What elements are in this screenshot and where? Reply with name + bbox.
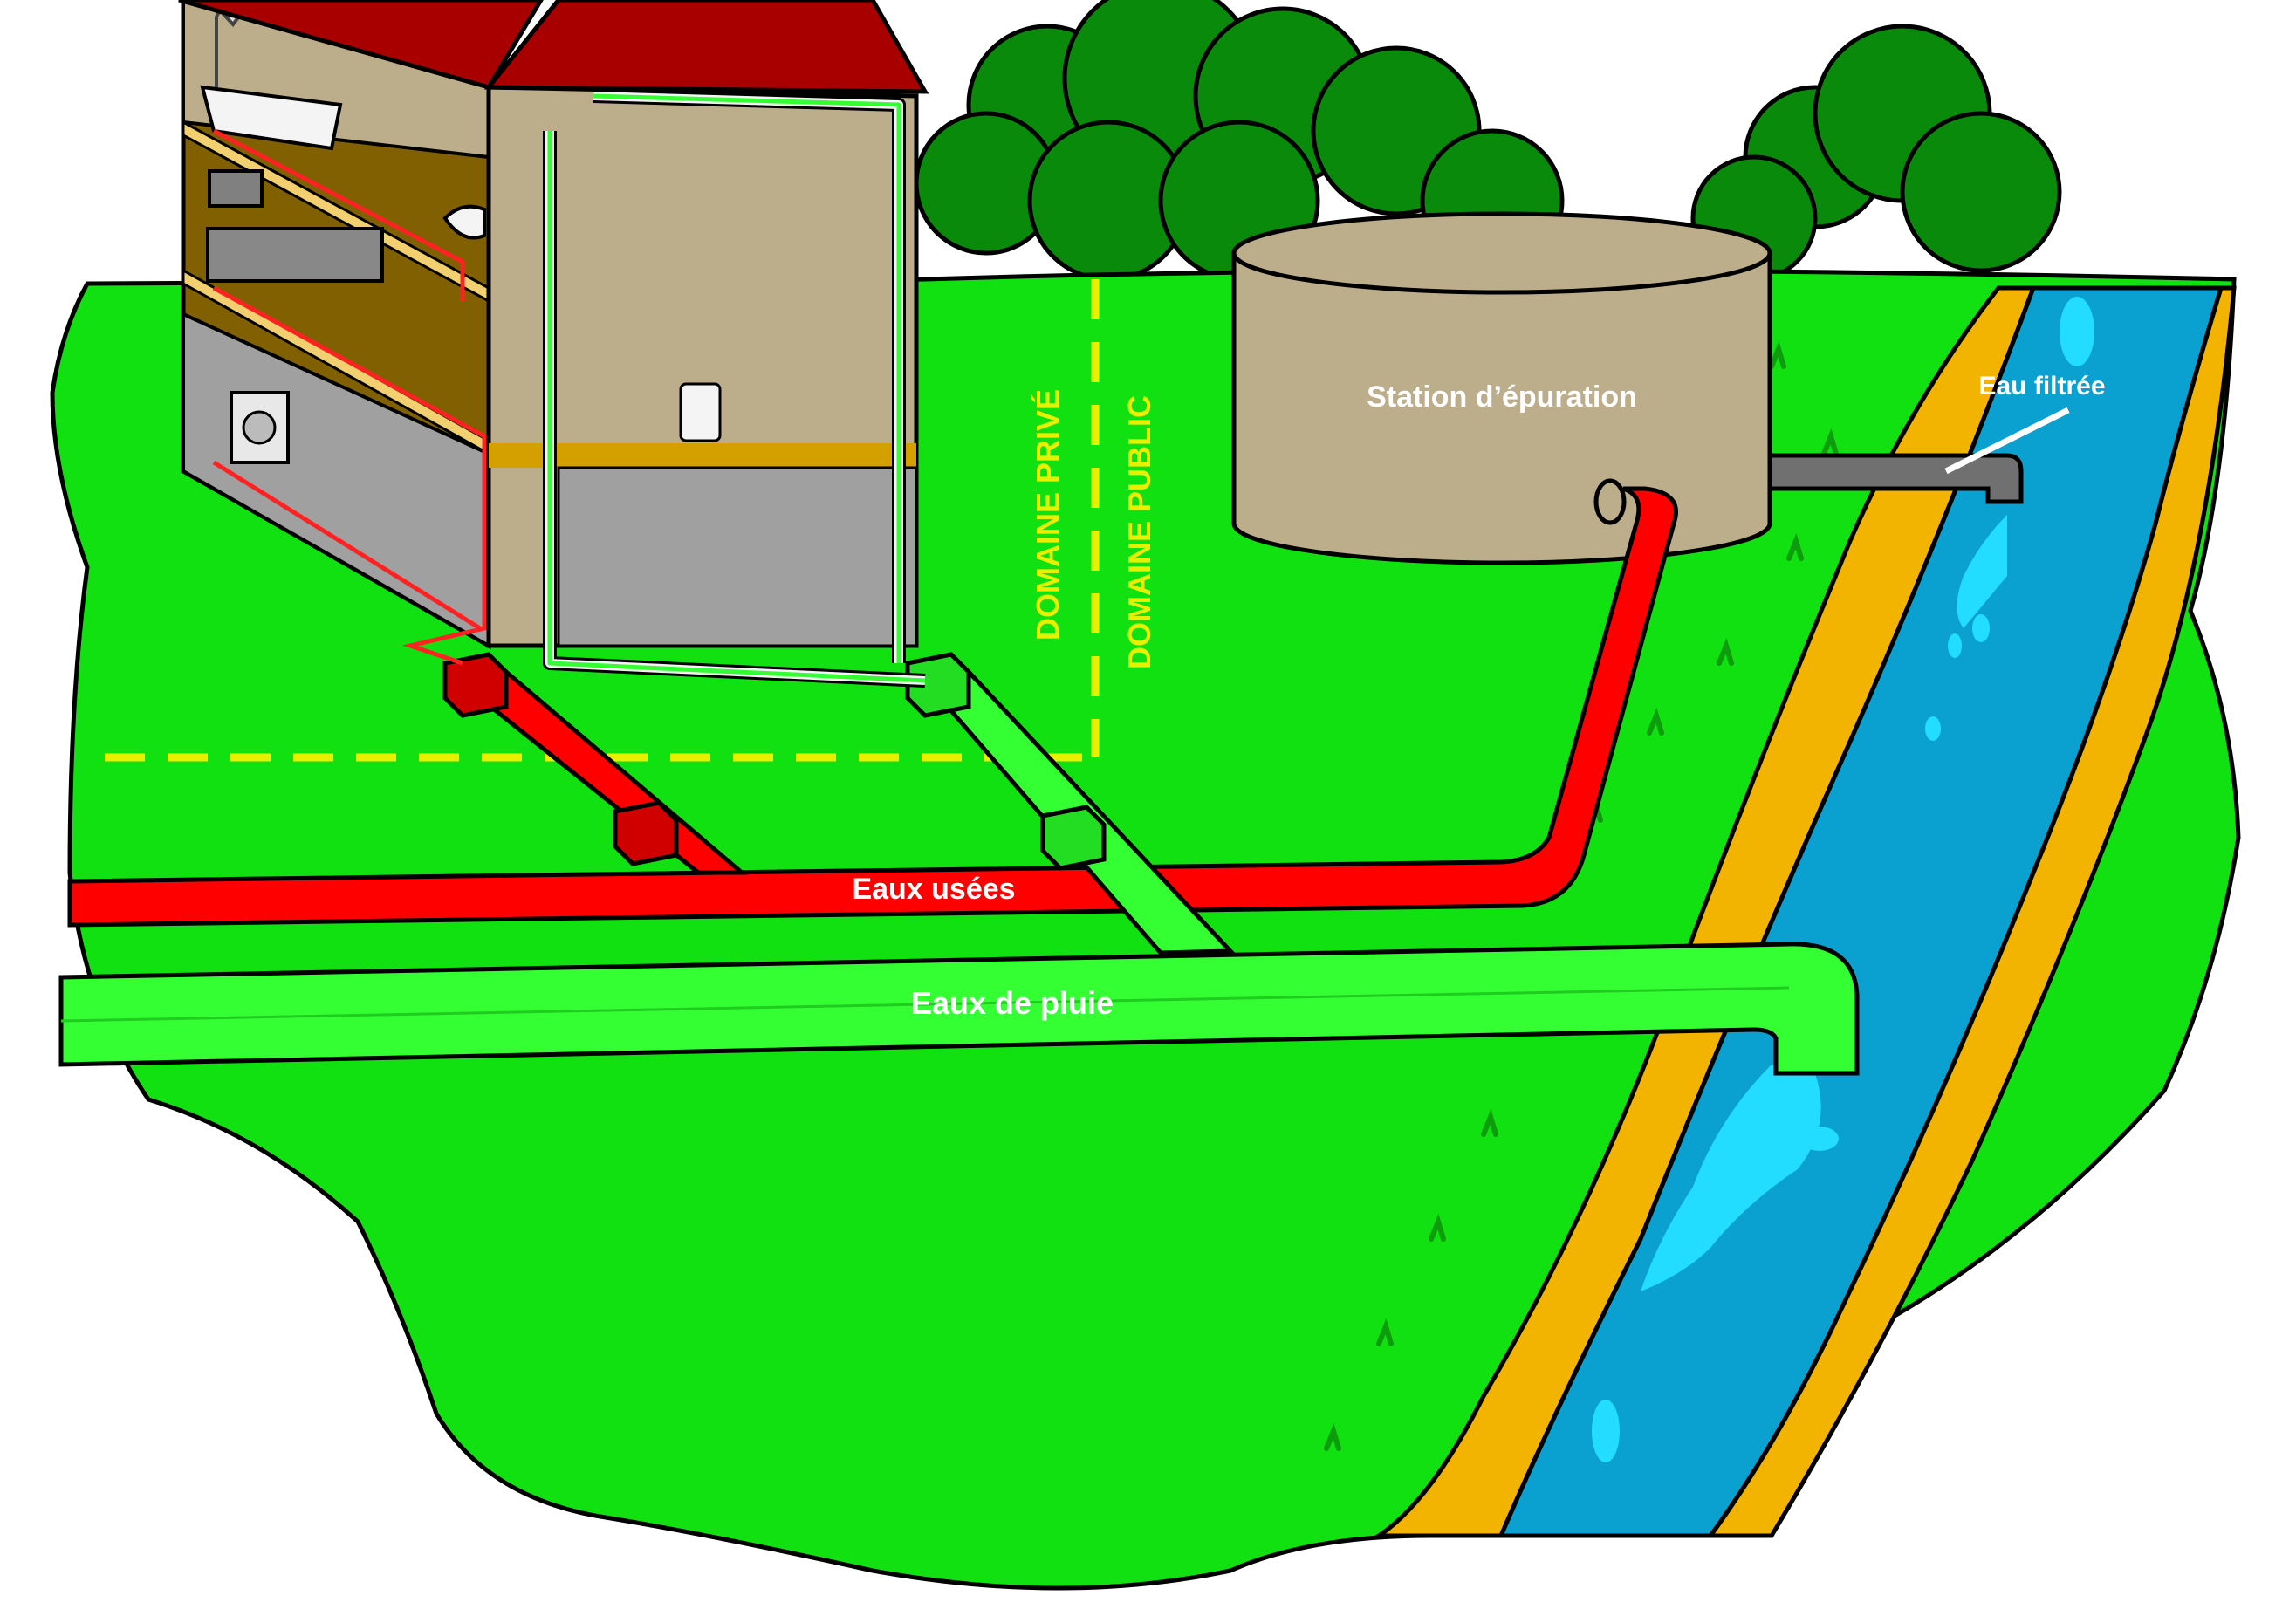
wastewater-main-pipe xyxy=(67,486,1679,928)
house-basement-band xyxy=(489,443,916,468)
bathtub-icon xyxy=(200,85,343,151)
property-boundary xyxy=(105,279,1100,762)
station-label: Station d’épuration xyxy=(1367,380,1637,414)
toilet-icon xyxy=(442,204,486,240)
rainwater-main-pipe xyxy=(58,942,1860,1076)
filtered-water-label: Eau filtrée xyxy=(1978,372,2105,401)
interior-wastewater-pipes xyxy=(212,128,487,666)
boiler-icon xyxy=(208,169,264,208)
private-domain-label: DOMAINE PRIVÉ xyxy=(1030,389,1066,640)
river xyxy=(1371,285,2237,1538)
roof-front xyxy=(483,0,929,94)
rainwater-network: Eaux de pluie xyxy=(58,652,1860,1076)
roof xyxy=(178,0,544,90)
house-basement xyxy=(557,466,918,647)
wastewater-station-inlet xyxy=(1593,478,1627,525)
rainwater-manhole-1 xyxy=(905,652,971,718)
wastewater-manhole-1 xyxy=(442,652,509,718)
station-top xyxy=(1231,211,1772,295)
station-tank xyxy=(1231,250,1772,565)
house xyxy=(178,0,929,688)
treatment-station: Station d’épuration xyxy=(1231,211,1772,565)
wastewater-network: Eaux usées xyxy=(67,478,1679,928)
sink-icon xyxy=(206,227,384,283)
rainwater-label: Eaux de pluie xyxy=(911,985,1114,1021)
rainwater-pipe-line xyxy=(60,986,1790,1023)
public-domain-label: DOMAINE PUBLIC xyxy=(1121,395,1157,669)
rainwater-manhole-2 xyxy=(1040,805,1107,871)
water-splash xyxy=(1592,297,2094,1462)
downpipe xyxy=(543,89,926,688)
outlet-pipe: Eau filtrée xyxy=(1767,372,2106,504)
wastewater-label: Eaux usées xyxy=(852,873,1015,906)
house-window xyxy=(679,382,722,442)
wastewater-manhole-2 xyxy=(613,800,679,866)
